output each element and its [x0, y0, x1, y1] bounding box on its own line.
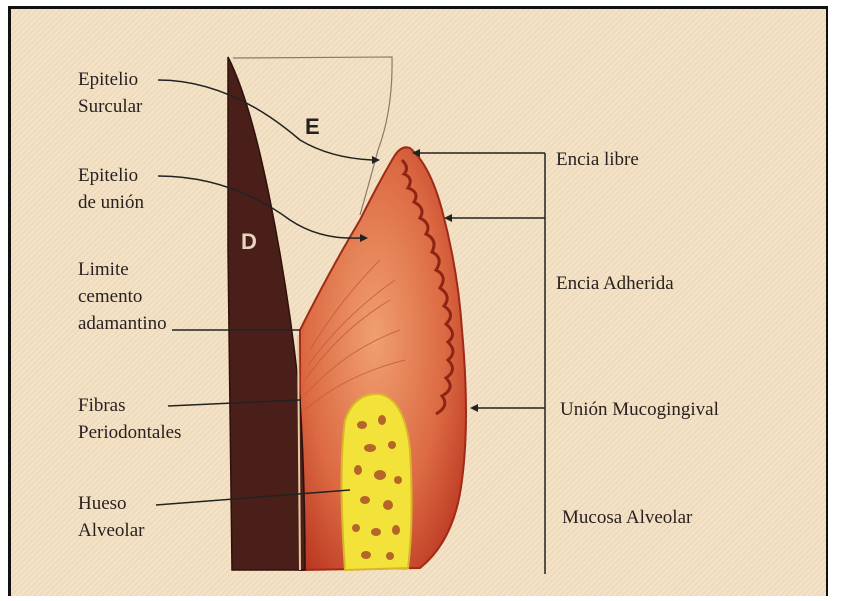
label-mucosa-alveolar: Mucosa Alveolar	[562, 504, 692, 531]
dentin-letter: D	[241, 228, 257, 255]
label-union-mucogingival: Unión Mucogingival	[560, 396, 719, 423]
label-encia-adherida: Encia Adherida	[556, 270, 674, 297]
enamel-letter: E	[305, 113, 320, 140]
label-encia-libre: Encia libre	[556, 146, 639, 173]
